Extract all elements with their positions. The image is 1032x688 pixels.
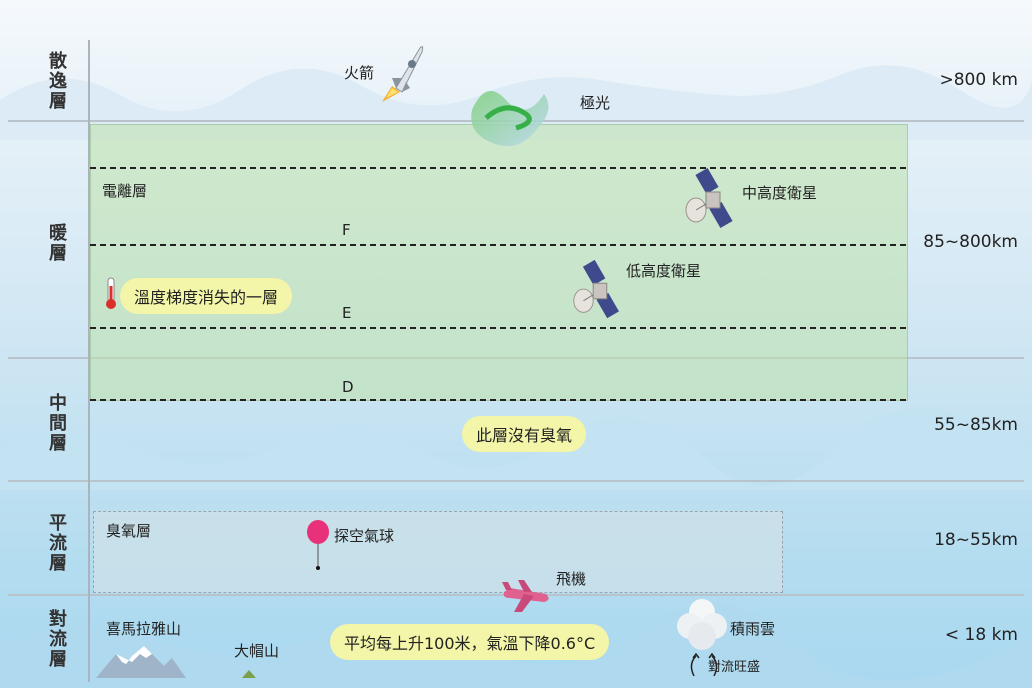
balloon-icon: [307, 520, 329, 570]
layer-name-mesosphere: 中間層: [46, 393, 67, 453]
ozone-layer-label: 臭氧層: [106, 522, 152, 540]
layer-name-stratosphere: 平流層: [46, 513, 67, 573]
rocket-icon: [382, 46, 424, 102]
cumulonimbus-label: 積雨雲: [730, 620, 776, 638]
ionosphere-label: 電離層: [102, 182, 148, 200]
low-satellite-label: 低高度衛星: [626, 262, 702, 280]
altitude-thermosphere: 85~800km: [923, 232, 1018, 252]
plane-label: 飛機: [556, 570, 587, 588]
balloon-label: 探空氣球: [334, 527, 395, 545]
mountain-icon: [96, 646, 186, 678]
layer-name-thermosphere: 暖層: [46, 223, 67, 263]
ionosphere-top-line: [90, 167, 906, 169]
everest-label: 喜馬拉雅山: [106, 620, 182, 638]
mountain-icon: [242, 670, 256, 678]
cloud-icon: [677, 599, 727, 650]
altitude-stratosphere: 18~55km: [934, 530, 1018, 550]
convection-arrow-icon: [690, 652, 718, 676]
altitude-mesosphere: 55~85km: [934, 415, 1018, 435]
layer-name-exosphere: 散逸層: [46, 51, 67, 111]
d-layer-line: [90, 399, 906, 401]
satellite-icon: [685, 167, 733, 229]
divider-meso-strato: [8, 480, 1024, 482]
satellite-icon: [573, 259, 619, 319]
cloud-wave-troposphere: [0, 603, 1032, 688]
f-layer-line: [90, 244, 906, 246]
layer-name-troposphere: 對流層: [46, 609, 67, 669]
altitude-troposphere: < 18 km: [944, 625, 1018, 645]
lapse-rate-note: 平均每上升100米，氣溫下降0.6°C: [330, 624, 610, 660]
cloud-wave-mesosphere: [0, 408, 1032, 490]
e-layer-label: E: [342, 304, 352, 322]
convection-label: 對流旺盛: [708, 660, 761, 675]
tablemountain-label: 大帽山: [234, 642, 280, 660]
ozone-layer-region: [93, 511, 783, 593]
aurora-icon: [471, 91, 549, 147]
altitude-exosphere: >800 km: [939, 70, 1018, 90]
ionosphere-region: [90, 124, 908, 401]
axis-line: [88, 40, 90, 682]
mid-satellite-label: 中高度衛星: [742, 184, 818, 202]
thermometer-icon: [106, 277, 116, 309]
rocket-label: 火箭: [344, 64, 375, 82]
d-layer-label: D: [342, 378, 354, 396]
f-layer-label: F: [342, 221, 351, 239]
no-ozone-note: 此層沒有臭氧: [462, 416, 587, 452]
airplane-icon: [502, 580, 549, 612]
temperature-note: 溫度梯度消失的一層: [120, 278, 293, 314]
aurora-label: 極光: [580, 94, 611, 112]
e-layer-line: [90, 327, 906, 329]
